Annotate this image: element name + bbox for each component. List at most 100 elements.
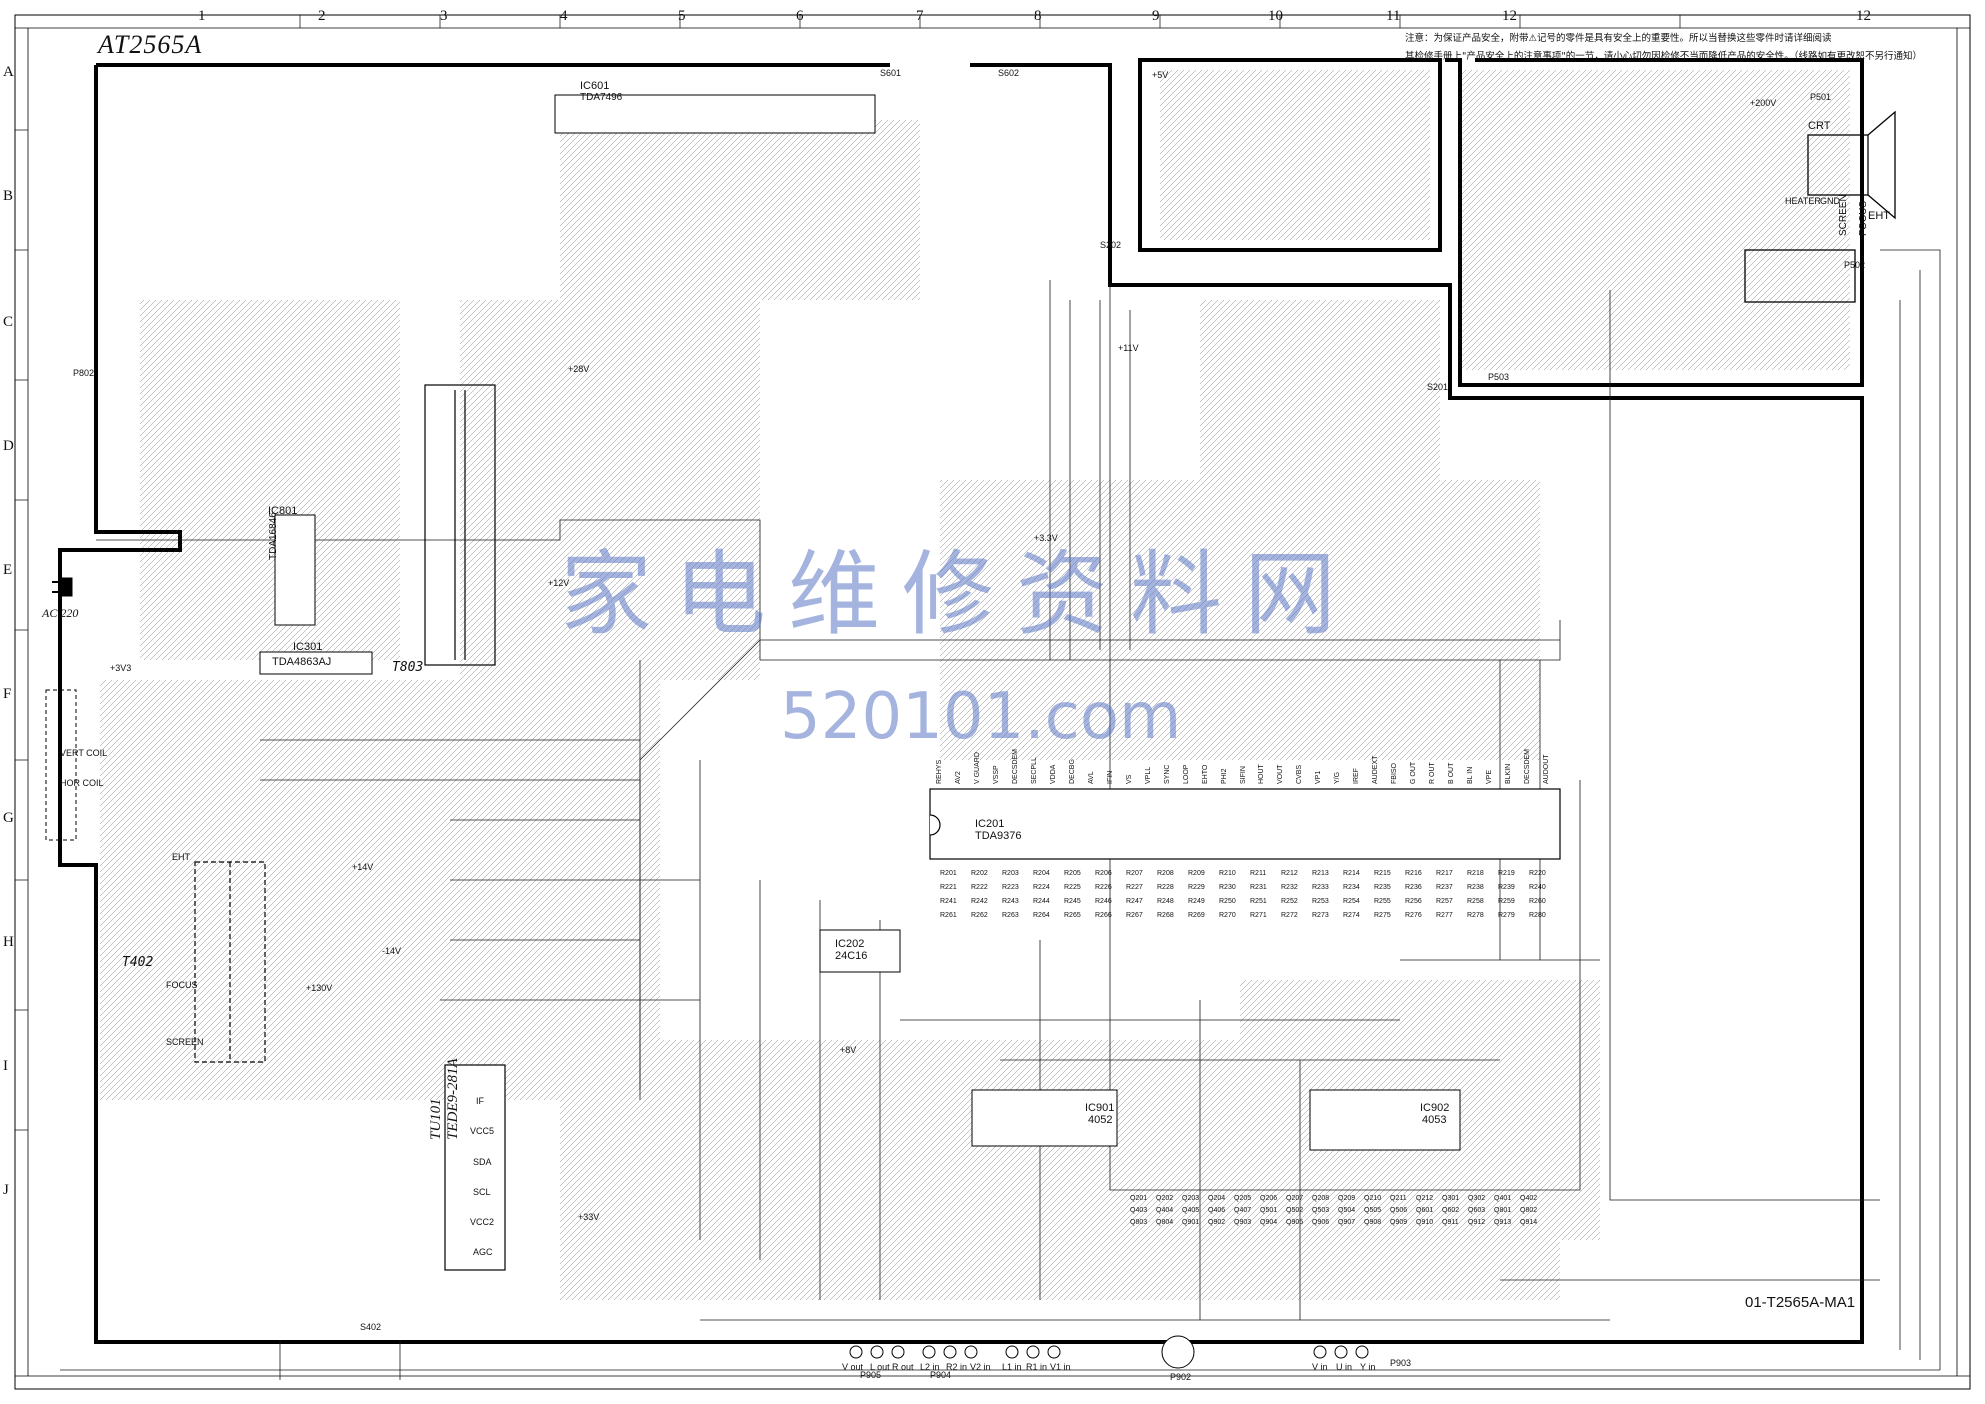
transistor-label: Q406	[1208, 1207, 1226, 1214]
ic902-ref: IC902	[1420, 1102, 1450, 1114]
ic201-pin-label: Y/G	[1334, 771, 1342, 784]
transistor-label: Q503	[1312, 1207, 1330, 1214]
yoke-coils	[45, 689, 77, 841]
row-label: H	[3, 934, 14, 950]
ic202-ref: IC202	[835, 938, 865, 950]
resistor-label: R233	[1312, 884, 1329, 891]
resistor-label: R242	[971, 898, 988, 905]
ic201-pin-label: AUDOUT	[1543, 754, 1551, 784]
connector-label: P904	[930, 1370, 952, 1380]
transistor-label: Q207	[1286, 1195, 1304, 1202]
transistor-label: Q401	[1494, 1195, 1512, 1202]
resistor-label: R210	[1219, 870, 1236, 877]
transistor-label: Q206	[1260, 1195, 1278, 1202]
tuner-pin: AGC	[473, 1247, 493, 1257]
transistor-label: Q905	[1286, 1219, 1304, 1226]
crt-heater-label: HEATER	[1785, 196, 1821, 206]
crt-eht-label: EHT	[1868, 210, 1890, 222]
resistor-label: R201	[940, 870, 957, 877]
resistor-label: R234	[1343, 884, 1360, 891]
av-jack-label: V2 in	[970, 1362, 991, 1372]
col-label: 7	[916, 8, 924, 24]
av-jack-label: V out	[842, 1362, 864, 1372]
transistor-label: Q502	[1286, 1207, 1304, 1214]
transistor-label: Q911	[1442, 1219, 1459, 1226]
av-jack-label: U in	[1336, 1362, 1353, 1372]
av-jack-label: L1 in	[1002, 1362, 1022, 1372]
ic201-pin-label: IFIN	[1106, 770, 1114, 784]
col-label: 12	[1502, 8, 1517, 24]
resistor-label: R224	[1033, 884, 1050, 891]
resistor-label: R256	[1405, 898, 1422, 905]
rail-label: +12V	[548, 578, 570, 588]
resistor-label: R207	[1126, 870, 1143, 877]
rail-label: +11V	[1118, 343, 1139, 353]
row-label: I	[3, 1058, 8, 1074]
resistor-label: R248	[1157, 898, 1174, 905]
transistor-label: Q901	[1182, 1219, 1200, 1226]
resistor-label: R255	[1374, 898, 1391, 905]
ic201-pin-label: DECSDEM	[1524, 748, 1532, 784]
resistor-label: R276	[1405, 912, 1422, 919]
row-label: G	[3, 810, 14, 826]
resistor-label: R235	[1374, 884, 1391, 891]
row-label: D	[3, 438, 14, 454]
crt-label: CRT	[1808, 120, 1831, 132]
ic201-pin-label: R OUT	[1429, 762, 1437, 784]
ic201-part: TDA9376	[975, 830, 1022, 842]
vert-coil-label: VERT COIL	[60, 748, 108, 758]
transistor-label: Q906	[1312, 1219, 1330, 1226]
av-jack-label: L2 in	[920, 1362, 940, 1372]
ic201-pin-label: AV2	[954, 771, 962, 784]
transistor-label: Q603	[1468, 1207, 1486, 1214]
resistor-label: R214	[1343, 870, 1360, 877]
resistor-label: R219	[1498, 870, 1515, 877]
transistor-label: Q904	[1260, 1219, 1278, 1226]
resistor-label: R251	[1250, 898, 1267, 905]
drawing-number: 01-T2565A-MA1	[1745, 1294, 1856, 1311]
resistor-label: R253	[1312, 898, 1329, 905]
resistor-label: R213	[1312, 870, 1329, 877]
t803-transformer	[424, 384, 496, 666]
ic201-pin-label: SECPLL	[1030, 757, 1038, 784]
ic201-pin-label: VP1	[1315, 770, 1323, 784]
tuner-pin: IF	[476, 1096, 484, 1106]
rail-label: +200V	[1750, 98, 1777, 108]
row-label: J	[3, 1182, 9, 1198]
resistor-label: R204	[1033, 870, 1050, 877]
ic201-pin-label: BLKIN	[1505, 763, 1513, 784]
resistor-label: R249	[1188, 898, 1205, 905]
safety-notice: 注意：为保证产品安全，附带⚠记号的零件是具有安全上的重要性。所以当替换这些零件时…	[1405, 30, 1922, 66]
transistor-label: Q403	[1130, 1207, 1148, 1214]
resistor-label: R265	[1064, 912, 1081, 919]
flyback-eht-label: EHT	[172, 852, 190, 862]
av-jack-label: R2 in	[946, 1362, 968, 1372]
resistor-label: R216	[1405, 870, 1422, 877]
col-label: 6	[796, 8, 804, 24]
t402-label: T402	[122, 955, 154, 970]
connector-label: P905	[860, 1370, 882, 1380]
ic201-pin-label: VPE	[1486, 769, 1494, 784]
ic201-pin-label: VSSP	[992, 765, 1000, 784]
ic201-pin-label: FBISO	[1391, 762, 1399, 784]
connector-label: S201	[1427, 382, 1449, 392]
resistor-label: R245	[1064, 898, 1081, 905]
av-jack-row	[849, 1335, 1369, 1369]
resistor-label: R277	[1436, 912, 1453, 919]
row-label: E	[3, 562, 13, 578]
ic201-pin-label: VDDA	[1049, 764, 1057, 784]
transistor-label: Q405	[1182, 1207, 1200, 1214]
ic601-body	[554, 94, 876, 134]
row-label: F	[3, 686, 12, 702]
transistor-label: Q212	[1416, 1195, 1434, 1202]
t402-transformer	[194, 861, 266, 1063]
transistor-label: Q803	[1130, 1219, 1148, 1226]
drawing-title: AT2565A	[98, 30, 203, 59]
component-clusters	[100, 70, 1850, 1300]
resistor-label: R250	[1219, 898, 1236, 905]
transistor-label: Q404	[1156, 1207, 1174, 1214]
watermark-text: 家电维修资料网	[560, 541, 1359, 648]
ic201-pin-label: SIFIN	[1239, 766, 1247, 784]
tuner-pin: SCL	[473, 1187, 491, 1197]
